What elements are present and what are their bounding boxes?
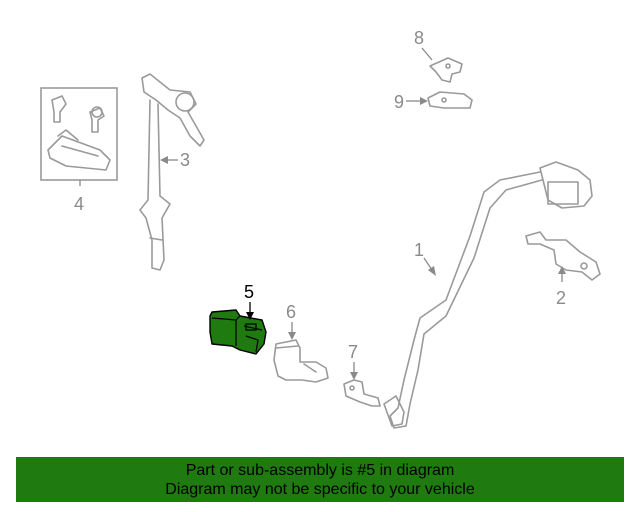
part-2-bracket[interactable] <box>525 231 601 281</box>
callout-4: 4 <box>74 194 84 214</box>
callout-6: 6 <box>286 302 296 322</box>
part-7-anchor[interactable] <box>343 379 381 407</box>
banner-line-1: Part or sub-assembly is #5 in diagram <box>185 462 455 479</box>
part-6-buckle[interactable] <box>273 339 329 383</box>
callout-1: 1 <box>414 240 424 260</box>
callout-7: 7 <box>348 342 358 362</box>
part-1-belt-assembly[interactable] <box>383 161 593 429</box>
callout-9: 9 <box>394 92 404 112</box>
part-info-banner: Part or sub-assembly is #5 in diagram Di… <box>16 457 624 502</box>
part-5-buckle[interactable] <box>209 309 267 355</box>
callout-8: 8 <box>414 28 424 48</box>
part-4-kit-box[interactable] <box>40 87 118 181</box>
part-3-belt[interactable] <box>139 73 205 271</box>
part-9-anchor[interactable] <box>427 91 473 109</box>
callout-5: 5 <box>244 282 254 302</box>
callout-2: 2 <box>556 288 566 308</box>
banner-line-2: Diagram may not be specific to your vehi… <box>165 481 475 498</box>
callout-3: 3 <box>180 150 190 170</box>
part-8-bracket[interactable] <box>429 57 463 83</box>
